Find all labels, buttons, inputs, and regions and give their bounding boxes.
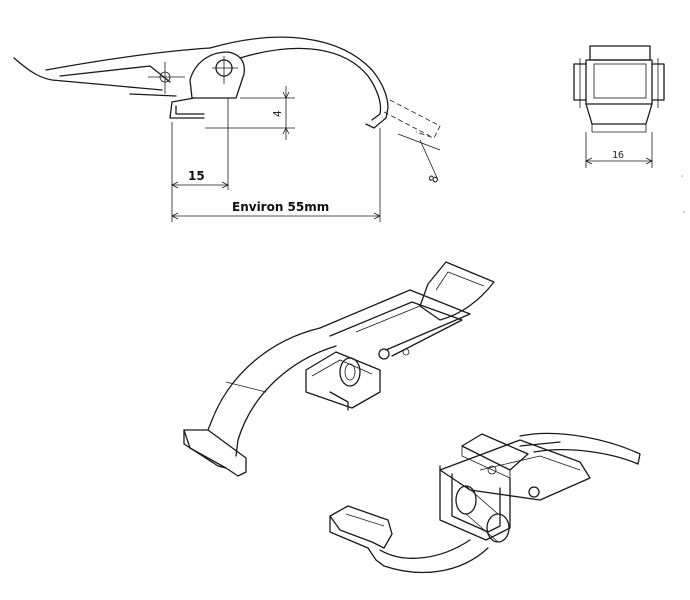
rivet-icon: [378, 348, 390, 360]
overall-length-label: Environ 55mm: [232, 200, 329, 214]
width-label: 16: [612, 150, 624, 161]
hook-offset-label: 15: [188, 169, 205, 183]
spring-strap: [209, 36, 389, 129]
pivot-plate: [189, 51, 246, 99]
end-view-drawing: 16: [573, 45, 665, 168]
speck: [681, 175, 683, 177]
gap-height-label: 4: [271, 110, 284, 117]
isometric-view-open: [329, 432, 641, 574]
isometric-view-closed: [183, 261, 495, 477]
release-angle-label: 8: [426, 173, 442, 185]
speck: [683, 211, 685, 213]
rivet-icon-2: [528, 486, 540, 498]
side-view-drawing: 8 4 15 Environ 55mm: [13, 36, 442, 222]
hole-icon: [487, 465, 497, 475]
